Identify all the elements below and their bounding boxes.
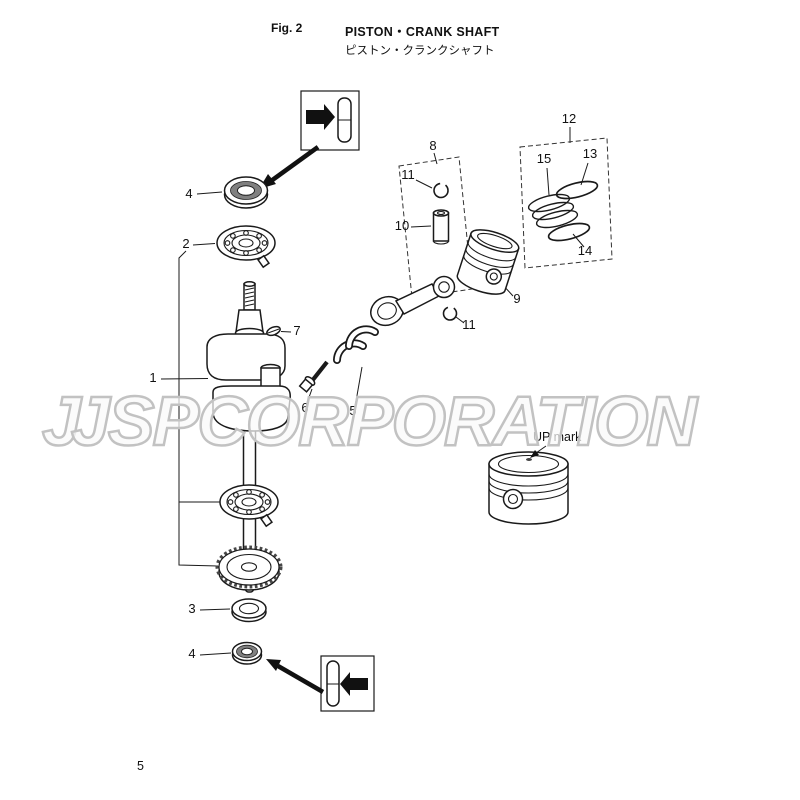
figure-number: Fig. 2 [271, 21, 303, 35]
oil-ring-set [527, 193, 579, 229]
top-ring [555, 180, 599, 200]
callout-15[interactable]: 15 [537, 151, 551, 166]
callout-3[interactable]: 3 [188, 601, 195, 616]
second-ring [547, 222, 591, 242]
circlip-upper [433, 182, 449, 199]
rod-bolt [298, 360, 329, 393]
figure-title-block: PISTON・CRANK SHAFT ピストン・クランクシャフト [345, 21, 499, 58]
key-clip [266, 325, 281, 337]
piston-pin [432, 209, 450, 245]
callout-2[interactable]: 2 [182, 236, 189, 251]
inset-detail-bottom [320, 655, 375, 712]
drive-gear [215, 545, 283, 591]
page-number: 5 [137, 759, 144, 773]
callout-14[interactable]: 14 [578, 243, 592, 258]
lower-main-bearing [219, 484, 279, 528]
callout-4-lower[interactable]: 4 [188, 646, 195, 661]
callout-11-lower[interactable]: 11 [462, 317, 476, 332]
press-arrow-top [259, 145, 320, 189]
callout-12[interactable]: 12 [562, 111, 576, 126]
up-mark-piston [488, 451, 569, 525]
figure-title-en: PISTON・CRANK SHAFT [345, 25, 500, 39]
callout-13[interactable]: 13 [583, 146, 597, 161]
circlip-lower [442, 306, 458, 321]
callout-11-upper[interactable]: 11 [401, 167, 415, 182]
callout-8[interactable]: 8 [429, 138, 436, 153]
press-arrow-bottom [266, 659, 325, 694]
callout-7[interactable]: 7 [293, 323, 300, 338]
inset-detail-top [300, 90, 360, 151]
callout-5[interactable]: 5 [349, 403, 356, 418]
upper-main-bearing [216, 225, 276, 269]
crankshaft [206, 281, 291, 593]
up-mark-arrow [530, 445, 547, 458]
callout-10[interactable]: 10 [395, 218, 409, 233]
connecting-rod [370, 275, 456, 327]
callout-6[interactable]: 6 [301, 400, 308, 415]
callout-1[interactable]: 1 [149, 370, 156, 385]
callout-9[interactable]: 9 [513, 291, 520, 306]
figure-title-ja: ピストン・クランクシャフト [345, 45, 495, 57]
up-mark-label: UP mark [533, 430, 582, 444]
group-box-12 [519, 137, 613, 269]
upper-needle-bearing [223, 176, 269, 209]
piston [456, 229, 520, 295]
callout-4-upper[interactable]: 4 [185, 186, 192, 201]
washer-ring [231, 598, 267, 623]
lower-needle-bearing [231, 641, 263, 665]
rod-cap-shells [333, 325, 379, 364]
